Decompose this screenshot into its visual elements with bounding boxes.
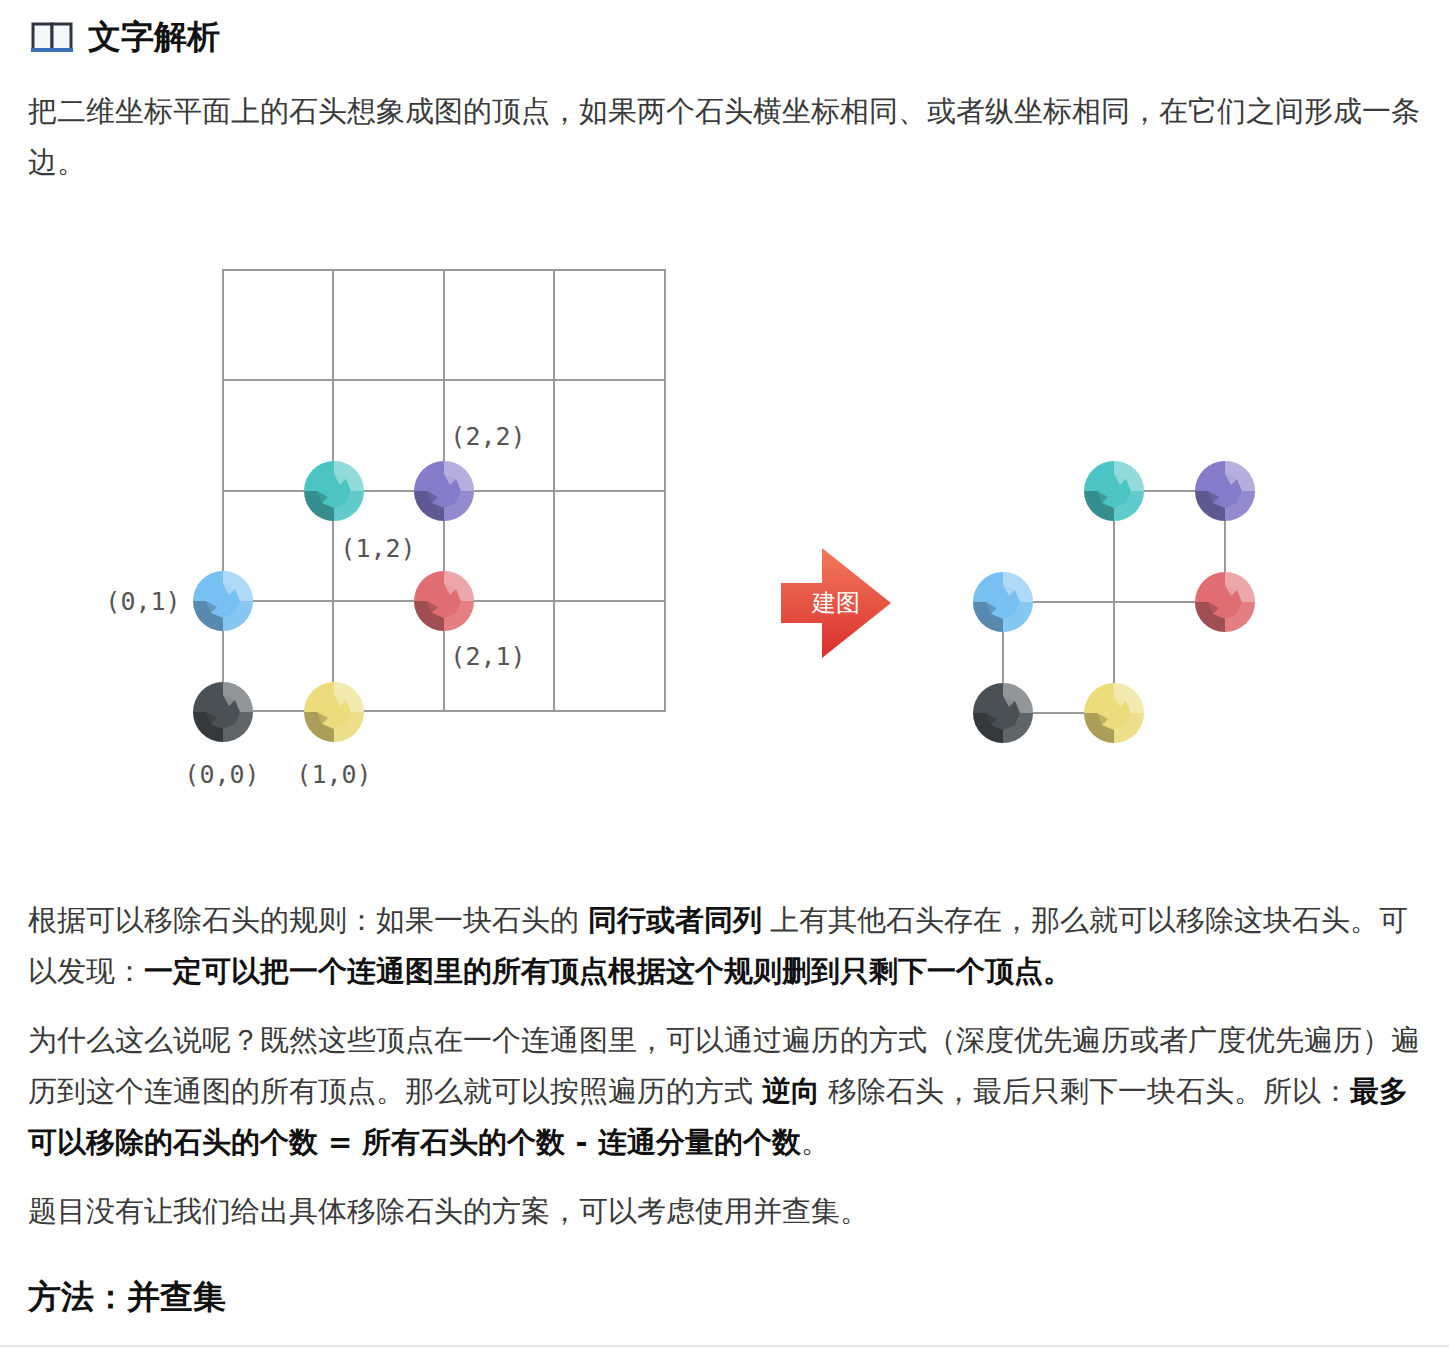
graph-gems bbox=[973, 461, 1255, 743]
body-text: 把二维坐标平面上的石头想象成图的顶点，如果两个石头横坐标相同、或者纵坐标相同，在… bbox=[28, 94, 1420, 179]
body-text: 移除石头，最后只剩下一块石头。所以： bbox=[828, 1074, 1350, 1108]
paragraph: 根据可以移除石头的规则：如果一块石头的同行或者同列上有其他石头存在，那么就可以移… bbox=[28, 895, 1425, 997]
section-heading: 方法：并查集 bbox=[28, 1275, 226, 1319]
coordinate-label: (1,0) bbox=[296, 760, 371, 789]
coordinate-label: (0,0) bbox=[184, 760, 259, 789]
arrow-shape: 建图 bbox=[781, 548, 891, 658]
coordinate-label: (0,1) bbox=[105, 587, 180, 616]
coordinate-grid bbox=[223, 270, 665, 711]
section-title: 文字解析 bbox=[88, 15, 220, 59]
paragraph: 把二维坐标平面上的石头想象成图的顶点，如果两个石头横坐标相同、或者纵坐标相同，在… bbox=[28, 86, 1425, 188]
divider bbox=[0, 1345, 1449, 1347]
coordinate-label: (1,2) bbox=[340, 534, 415, 563]
body-text: 根据可以移除石头的规则：如果一块石头的 bbox=[28, 903, 579, 937]
paragraph: 题目没有让我们给出具体移除石头的方案，可以考虑使用并查集。 bbox=[28, 1186, 1425, 1237]
bold-text: 逆向 bbox=[762, 1074, 820, 1108]
stone-gems bbox=[193, 461, 474, 742]
body-text: 。 bbox=[801, 1125, 830, 1159]
body-text: 题目没有让我们给出具体移除石头的方案，可以考虑使用并查集。 bbox=[28, 1194, 869, 1228]
paragraph: 为什么这么说呢？既然这些顶点在一个连通图里，可以通过遍历的方式（深度优先遍历或者… bbox=[28, 1015, 1425, 1168]
graph-lines bbox=[1003, 491, 1225, 713]
coordinate-label: (2,2) bbox=[450, 422, 525, 451]
bold-text: 同行或者同列 bbox=[588, 903, 762, 937]
arrow-label: 建图 bbox=[812, 587, 860, 619]
coordinate-label: (2,1) bbox=[450, 642, 525, 671]
book-icon bbox=[31, 24, 73, 50]
bold-text: 一定可以把一个连通图里的所有顶点根据这个规则删到只剩下一个顶点。 bbox=[144, 954, 1072, 988]
